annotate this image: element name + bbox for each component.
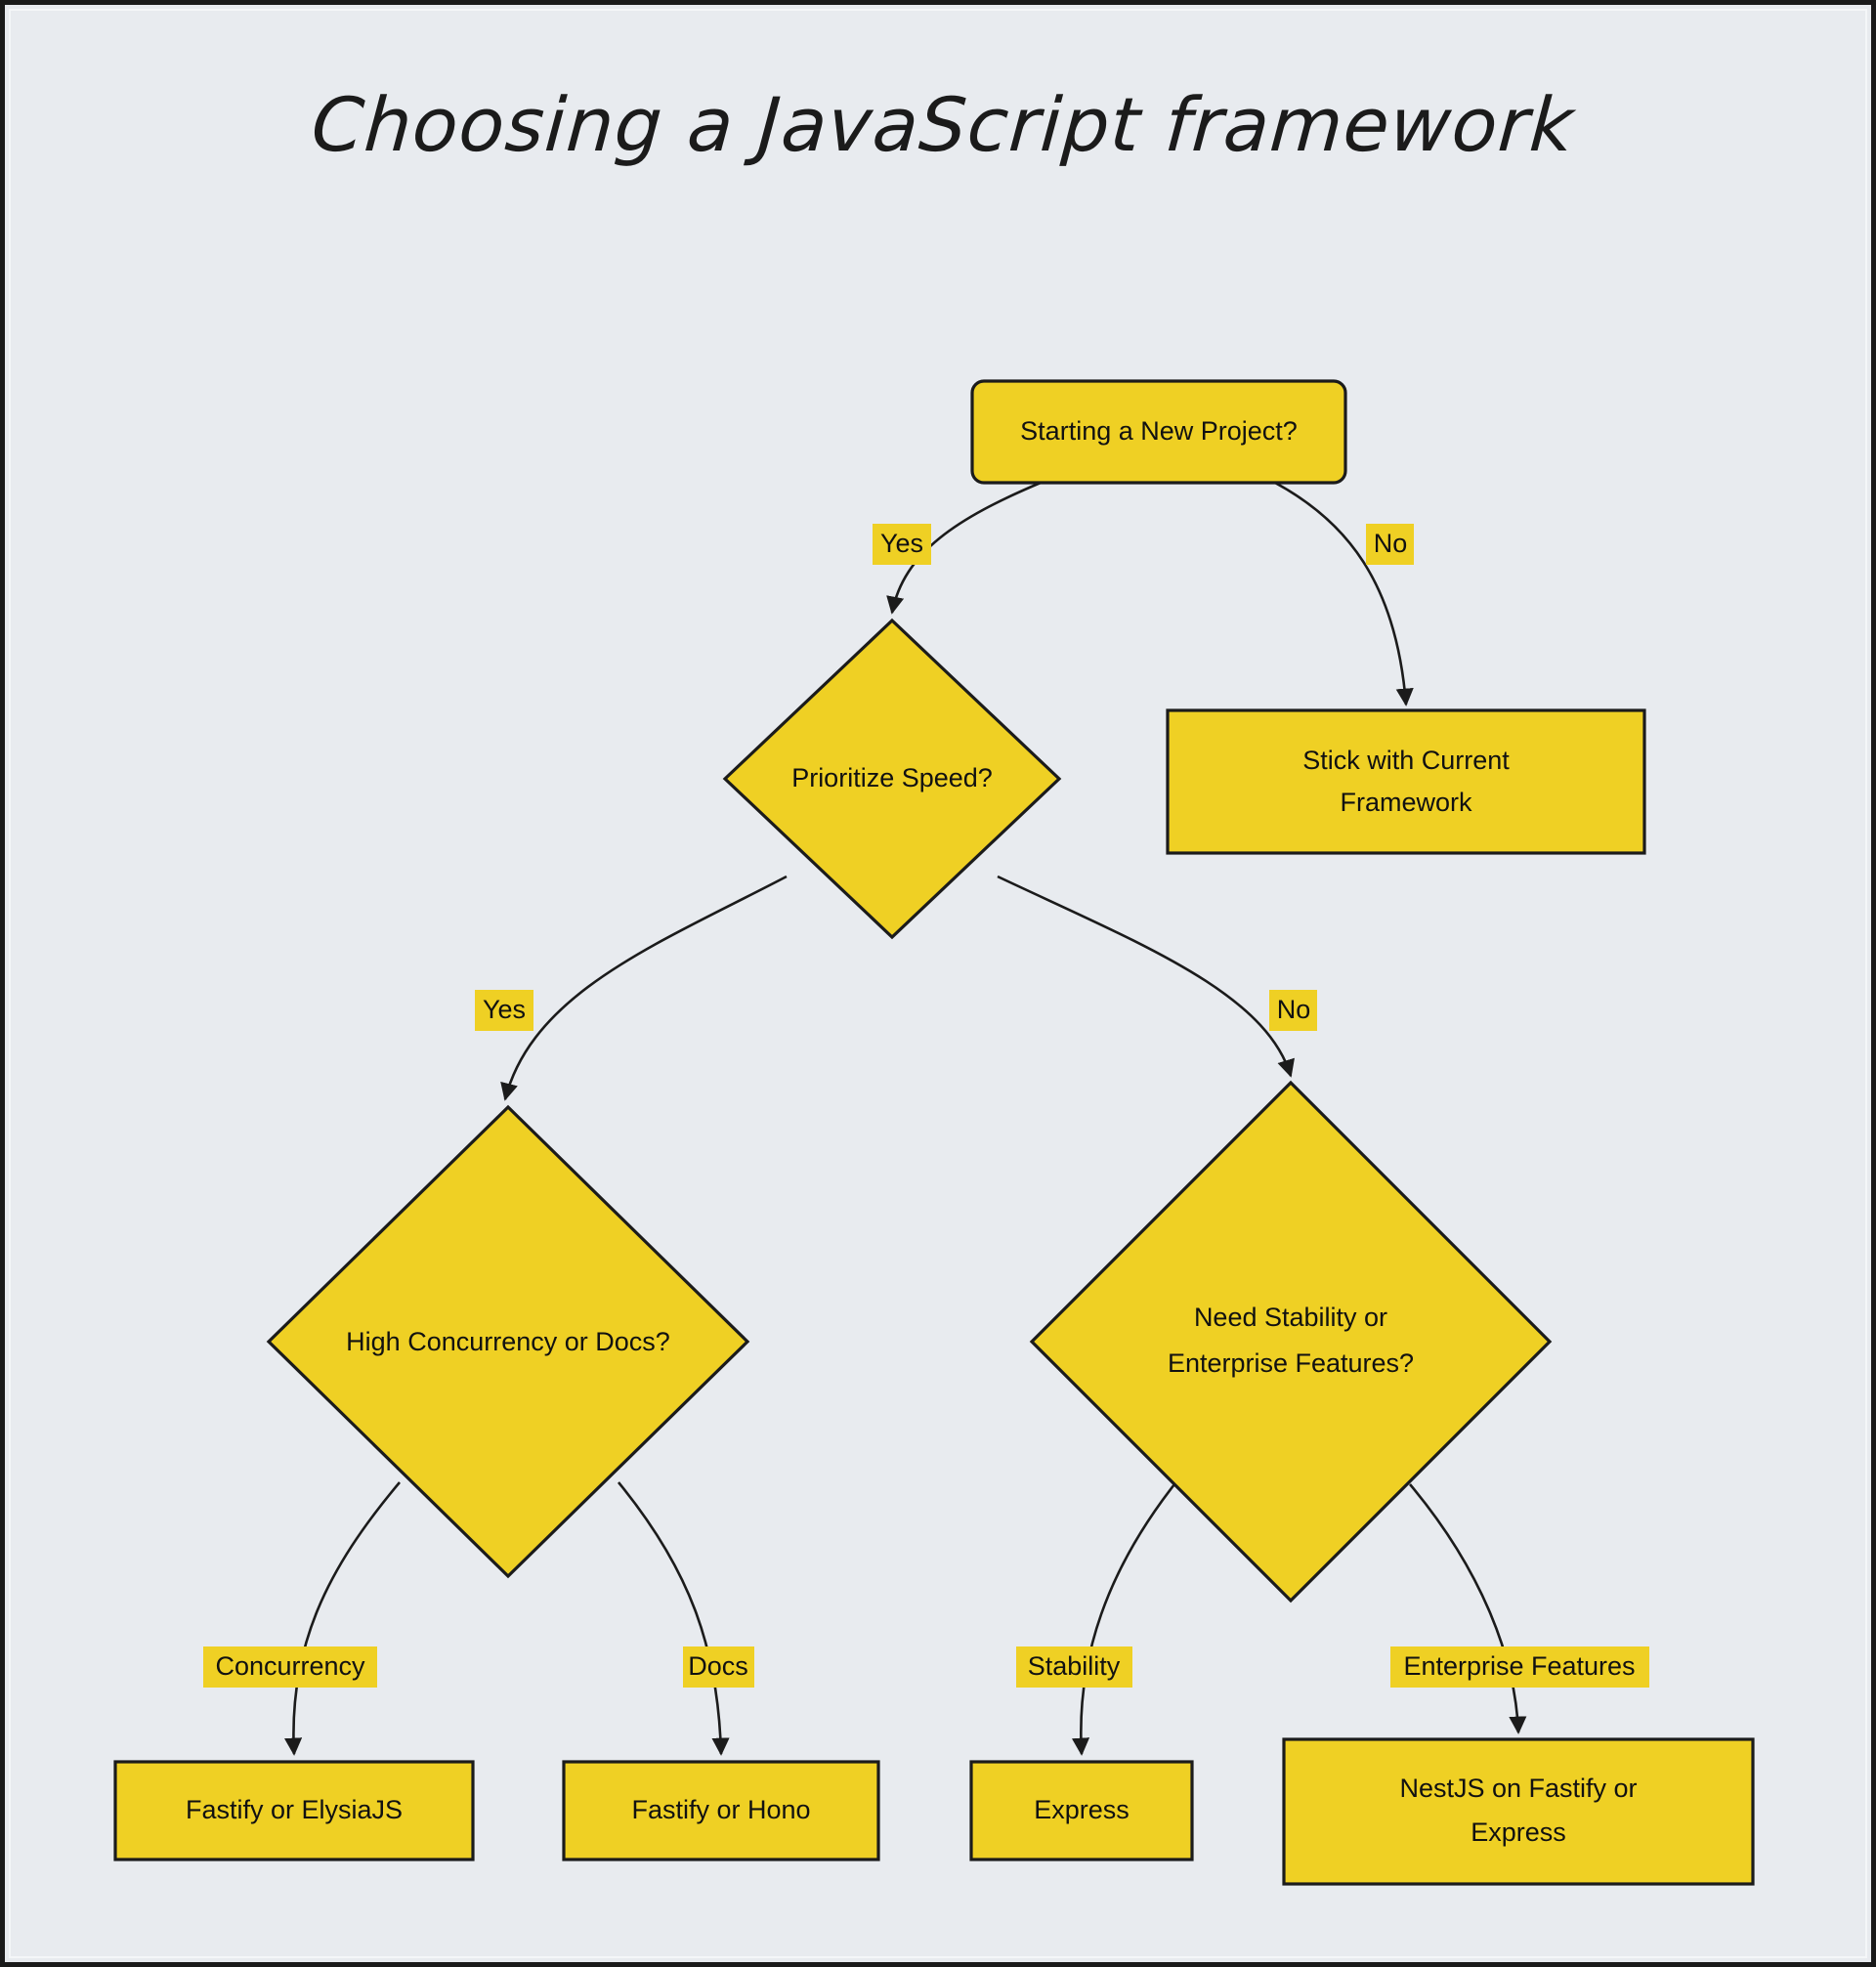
node-fastify-or-hono[interactable]: Fastify or Hono	[562, 1760, 880, 1861]
edge-concurrency-to-fastify-elysiajs	[284, 1481, 401, 1756]
node-starting-a-new-project[interactable]: Starting a New Project?	[970, 379, 1347, 485]
edge-label-docs: Docs	[683, 1646, 754, 1688]
edge-label-stability: Stability	[1016, 1646, 1132, 1688]
edge-label-speed-no: No	[1269, 990, 1317, 1031]
node-need-stability-or-enterprise-features[interactable]: Need Stability or Enterprise Features?	[1029, 1080, 1553, 1604]
node-high-concurrency-or-docs[interactable]: High Concurrency or Docs?	[266, 1104, 750, 1579]
edge-label-speed-yes: Yes	[475, 990, 533, 1031]
node-label-express: Express	[1034, 1795, 1130, 1824]
node-label-concurrency: High Concurrency or Docs?	[346, 1327, 670, 1356]
node-label-speed: Prioritize Speed?	[791, 763, 993, 792]
edge-start-to-speed	[886, 481, 1042, 615]
edge-label-text-start-no: No	[1374, 529, 1408, 558]
edge-speed-to-concurrency	[500, 875, 788, 1101]
edge-label-text-concurrency: Concurrency	[215, 1651, 365, 1681]
node-label-nestjs-line1: NestJS on Fastify or	[1399, 1774, 1637, 1803]
node-fastify-or-elysiajs[interactable]: Fastify or ElysiaJS	[113, 1760, 475, 1861]
node-label-fastify-elysiajs: Fastify or ElysiaJS	[186, 1795, 403, 1824]
edge-start-to-stick	[1274, 481, 1414, 706]
edge-label-text-enterprise: Enterprise Features	[1403, 1651, 1635, 1681]
node-label-start: Starting a New Project?	[1020, 416, 1298, 446]
node-label-stability-line1: Need Stability or	[1194, 1303, 1387, 1332]
node-stick-with-current-framework[interactable]: Stick with Current Framework	[1166, 708, 1646, 855]
edge-label-text-speed-yes: Yes	[483, 995, 526, 1024]
edge-label-text-speed-no: No	[1277, 995, 1311, 1024]
edge-stability-to-express	[1071, 1483, 1176, 1756]
edge-speed-to-stability	[997, 875, 1295, 1078]
node-label-stick-line1: Stick with Current	[1302, 746, 1510, 775]
edge-label-start-no: No	[1366, 524, 1414, 565]
edge-group	[284, 481, 1527, 1756]
node-label-fastify-hono: Fastify or Hono	[631, 1795, 810, 1824]
edge-stability-to-nestjs	[1409, 1483, 1527, 1734]
edge-label-text-docs: Docs	[688, 1651, 748, 1681]
flowchart-svg: Starting a New Project? Stick with Curre…	[113, 379, 1755, 1886]
edge-label-text-stability: Stability	[1028, 1651, 1121, 1681]
node-prioritize-speed[interactable]: Prioritize Speed?	[722, 618, 1062, 940]
edge-label-text-start-yes: Yes	[880, 529, 923, 558]
node-label-nestjs-line2: Express	[1471, 1817, 1566, 1847]
node-nestjs-on-fastify-or-express[interactable]: NestJS on Fastify or Express	[1282, 1737, 1755, 1886]
edge-label-concurrency: Concurrency	[203, 1646, 377, 1688]
node-express[interactable]: Express	[969, 1760, 1194, 1861]
edge-label-start-yes: Yes	[873, 524, 931, 565]
node-label-stick-line2: Framework	[1340, 788, 1472, 817]
node-label-stability-line2: Enterprise Features?	[1168, 1348, 1414, 1378]
edge-label-enterprise-features: Enterprise Features	[1390, 1646, 1649, 1688]
edge-concurrency-to-fastify-hono	[617, 1481, 730, 1756]
